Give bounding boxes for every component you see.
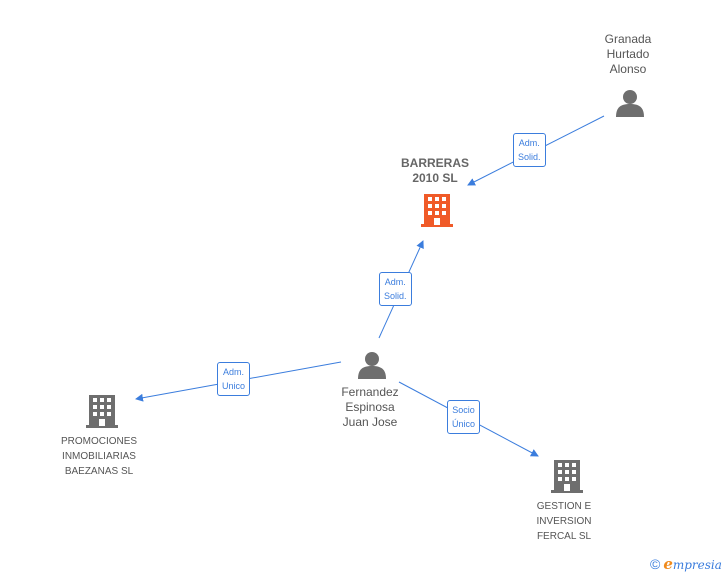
edge-label-line: Socio [452, 405, 475, 415]
label-line: PROMOCIONES [60, 436, 138, 447]
edge-label-line: Único [452, 419, 476, 429]
building-icon[interactable] [421, 194, 453, 227]
edge-label-granada-barreras[interactable]: Adm. Solid. [513, 133, 546, 167]
label-line: INMOBILIARIAS [62, 451, 136, 462]
label-line: Espinosa [345, 400, 395, 414]
edge-label-line: Solid. [518, 152, 541, 162]
node-label-fernandez[interactable]: Fernandez Espinosa Juan Jose [320, 385, 420, 430]
brand-name: mpresia [672, 557, 722, 572]
edge-label-fernandez-gestion[interactable]: Socio Único [447, 400, 481, 434]
label-line: Fernandez [341, 385, 399, 399]
edge-label-line: Adm. [223, 367, 245, 377]
label-line: GESTION E [536, 501, 592, 512]
person-icon[interactable] [358, 352, 386, 379]
edge-label-fernandez-barreras[interactable]: Adm. Solid. [379, 272, 412, 306]
brand-footer[interactable]: © empresia [650, 555, 722, 573]
edge-label-line: Adm. [384, 277, 406, 287]
brand-initial: e [663, 554, 673, 573]
person-icon[interactable] [616, 90, 644, 117]
edge-label-line: Adm. [518, 138, 540, 148]
brand-logo: empresia [663, 555, 722, 574]
node-label-granada[interactable]: Granada Hurtado Alonso [588, 32, 668, 77]
label-line: BARRERAS [400, 156, 469, 170]
label-line: FERCAL SL [536, 531, 592, 542]
edge-label-line: Solid. [384, 291, 407, 301]
node-label-promociones[interactable]: PROMOCIONES INMOBILIARIAS BAEZANAS SL [44, 434, 154, 479]
building-icon[interactable] [551, 460, 583, 493]
label-line: 2010 SL [412, 171, 458, 185]
edge-label-line: Unico [222, 381, 246, 391]
node-label-barreras[interactable]: BARRERAS 2010 SL [395, 156, 475, 186]
building-icon[interactable] [86, 395, 118, 428]
label-line: INVERSION [536, 516, 592, 527]
copyright-icon: © [650, 556, 661, 572]
label-line: Granada [604, 32, 652, 46]
label-line: Juan Jose [342, 415, 398, 429]
label-line: BAEZANAS SL [64, 466, 134, 477]
node-label-gestion[interactable]: GESTION E INVERSION FERCAL SL [519, 499, 609, 544]
label-line: Alonso [609, 62, 647, 76]
label-line: Hurtado [606, 47, 650, 61]
edge-label-fernandez-promociones[interactable]: Adm. Unico [217, 362, 251, 396]
